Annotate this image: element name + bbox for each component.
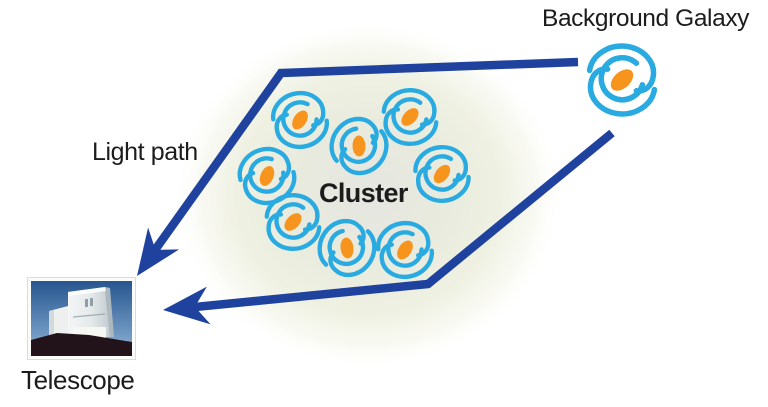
telescope-label: Telescope [21, 365, 135, 395]
background-spiral-galaxy-icon [590, 46, 655, 114]
background-galaxy-label: Background Galaxy [542, 5, 750, 32]
cluster-label: Cluster [319, 178, 408, 208]
arrowhead-icon [137, 227, 180, 276]
arrowhead-icon [163, 286, 211, 325]
cluster-glow [173, 20, 563, 370]
light-path-upper [151, 57, 579, 253]
background-galaxy-icon [590, 46, 655, 114]
light-path-label: Light path [92, 138, 198, 166]
light-paths [137, 57, 615, 325]
photo-ground [31, 333, 132, 356]
light-path-lower [194, 129, 615, 312]
telescope-photo [27, 277, 136, 360]
